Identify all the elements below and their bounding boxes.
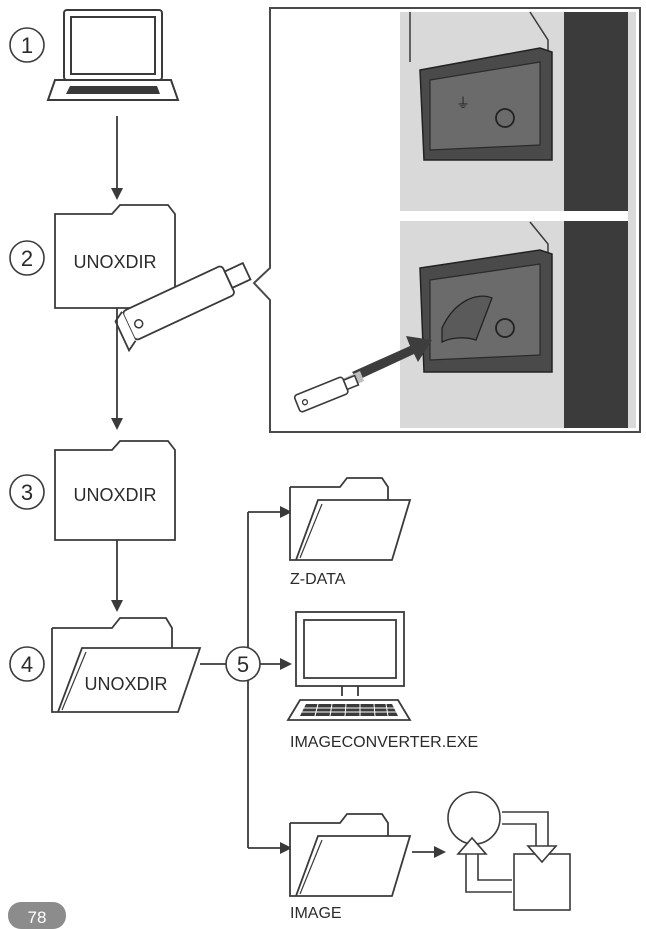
zdata-folder-icon <box>289 477 412 561</box>
step-1-number-badge: 1 <box>9 27 45 63</box>
arrow-1-to-2 <box>111 116 123 200</box>
open-folder-icon-step-4: UNOXDIR <box>51 617 202 713</box>
folder-label-step-2: UNOXDIR <box>73 252 156 272</box>
folder-icon-step-3: UNOXDIR <box>54 440 176 541</box>
svg-text:⏚: ⏚ <box>456 96 470 112</box>
step-3-number-badge: 3 <box>9 474 45 510</box>
step-2-number-badge: 2 <box>9 240 45 276</box>
svg-text:1: 1 <box>21 33 33 58</box>
arrow-2-to-3 <box>111 308 123 430</box>
svg-text:5: 5 <box>237 652 249 677</box>
arrow-image-to-convert <box>412 846 446 858</box>
svg-text:4: 4 <box>21 652 33 677</box>
zdata-label: Z-DATA <box>290 571 346 588</box>
svg-text:2: 2 <box>21 246 33 271</box>
step-5-arrowheads <box>280 506 292 854</box>
folder-label-step-3: UNOXDIR <box>73 485 156 505</box>
image-folder-icon <box>289 813 412 897</box>
usb-port-icon-bottom <box>419 221 553 373</box>
page-number-badge: 78 <box>8 902 66 929</box>
svg-text:3: 3 <box>21 480 33 505</box>
laptop-icon <box>46 9 180 101</box>
usb-port-icon-top: ⏚ <box>409 11 553 161</box>
step-5-number-badge: 5 <box>225 646 261 682</box>
small-usb-drive-icon <box>293 374 360 413</box>
step-4-number-badge: 4 <box>9 646 45 682</box>
convert-cycle-icon <box>447 791 571 911</box>
folder-label-step-4: UNOXDIR <box>84 674 167 694</box>
imageconverter-label: IMAGECONVERTER.EXE <box>290 734 478 751</box>
monitor-keyboard-icon <box>286 611 412 721</box>
arrow-3-to-4 <box>111 540 123 612</box>
folder-icon-step-2: UNOXDIR <box>54 204 176 309</box>
page-number: 78 <box>28 908 47 927</box>
usb-drive-icon <box>114 261 252 353</box>
image-label: IMAGE <box>290 905 342 922</box>
usb-port-callout: ⏚ <box>252 7 641 433</box>
